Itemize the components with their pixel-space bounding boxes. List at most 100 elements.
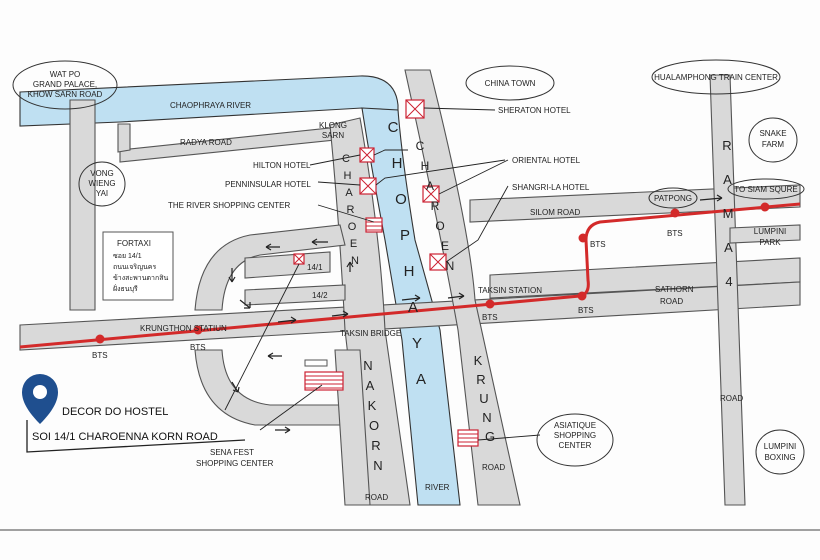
sheraton-label: SHERATON HOTEL bbox=[498, 106, 571, 115]
china-town-label: CHINA TOWN bbox=[485, 79, 536, 88]
charoen-right-letter: O bbox=[435, 219, 444, 233]
vong-wieng-yai-oval bbox=[78, 161, 126, 207]
grand-palace-label: GRAND PALACE, bbox=[33, 80, 97, 89]
krung-letter: K bbox=[474, 353, 483, 368]
svg-text:BOXING: BOXING bbox=[764, 453, 795, 462]
svg-text:FARM: FARM bbox=[762, 140, 785, 149]
snake-farm-label: SNAKE bbox=[759, 129, 786, 138]
charoen-right-letter: C bbox=[416, 139, 425, 153]
river-letter: A bbox=[416, 371, 426, 388]
asiatique-label: ASIATIQUE bbox=[554, 421, 596, 430]
svg-text:ซอย 14/1: ซอย 14/1 bbox=[113, 253, 142, 260]
sheraton-building-icon bbox=[405, 99, 425, 119]
bts-station-dot bbox=[193, 325, 203, 335]
patpong-label: PATPONG bbox=[654, 194, 692, 203]
bts-label: BTS bbox=[578, 306, 594, 315]
chaophraya-river-label: CHAOPHRAYA RIVER bbox=[170, 101, 251, 110]
klong-sarn-label: KLONG bbox=[319, 121, 347, 130]
river-letter: Y bbox=[412, 335, 422, 352]
patpong-oval bbox=[648, 187, 698, 209]
fortaxi-box bbox=[102, 231, 174, 301]
river-shopping-label: THE RIVER SHOPPING CENTER bbox=[168, 201, 290, 210]
vong-wieng-yai-label: VONG bbox=[90, 169, 114, 178]
labels: WAT PO GRAND PALACE, KHOW SARN ROAD CHIN… bbox=[28, 70, 798, 502]
river-letter: H bbox=[404, 263, 415, 280]
buildings bbox=[293, 99, 479, 447]
krungthon-station-label: KRUNGTHON STATIUN bbox=[140, 324, 227, 333]
nakorn-letter: R bbox=[371, 438, 380, 453]
sena-fest-building-icon bbox=[304, 371, 344, 391]
charoen-left-letter: C bbox=[342, 153, 350, 165]
bts-label: BTS bbox=[590, 240, 606, 249]
taksin-station-label: TAKSIN STATION bbox=[478, 286, 542, 295]
oriental-label: ORIENTAL HOTEL bbox=[512, 156, 581, 165]
wat-po-label: WAT PO bbox=[50, 70, 81, 79]
snake-farm-oval bbox=[748, 117, 798, 163]
bts-label: BTS bbox=[92, 351, 108, 360]
callout-ovals bbox=[12, 59, 805, 475]
sena-fest-label: SENA FEST bbox=[210, 448, 254, 457]
to-siam-label: TO SIAM SQURE bbox=[734, 185, 797, 194]
river-letter: O bbox=[395, 191, 407, 208]
hilton-building-icon bbox=[359, 147, 375, 163]
wat-po-oval bbox=[12, 60, 118, 110]
charoen-right-letter: R bbox=[431, 199, 440, 213]
bts-station-dot bbox=[760, 202, 770, 212]
krung-road-label: ROAD bbox=[482, 463, 505, 472]
leader-lines bbox=[224, 107, 541, 441]
lumpini-park-label: LUMPINI bbox=[754, 227, 786, 236]
svg-text:PARK: PARK bbox=[759, 238, 781, 247]
rama-letter: R bbox=[722, 138, 731, 153]
asiatique-building-icon bbox=[457, 429, 479, 447]
krung-letter: U bbox=[479, 391, 488, 406]
hostel-building-icon bbox=[293, 253, 305, 265]
sathorn-label: SATHORN bbox=[655, 285, 694, 294]
hilton-label: HILTON HOTEL bbox=[253, 161, 311, 170]
bts-label: BTS bbox=[482, 313, 498, 322]
bts-station-dot bbox=[95, 334, 105, 344]
rama-road-label: ROAD bbox=[720, 394, 743, 403]
hualamphong-label: HUALAMPHONG TRAIN CENTER bbox=[654, 73, 778, 82]
khow-sarn-label: KHOW SARN ROAD bbox=[28, 90, 103, 99]
river-letter: H bbox=[392, 155, 403, 172]
nakorn-road-label: ROAD bbox=[365, 493, 388, 502]
svg-text:YAI: YAI bbox=[96, 189, 108, 198]
hualamphong-oval bbox=[651, 59, 781, 95]
taksin-bridge-label: TAKSIN BRIDGE bbox=[340, 329, 401, 338]
svg-text:SARN: SARN bbox=[322, 131, 344, 140]
charoen-right-letter: E bbox=[441, 239, 449, 253]
charoen-left-letter: R bbox=[347, 204, 355, 216]
china-town-oval bbox=[465, 65, 555, 101]
svg-text:WIENG: WIENG bbox=[88, 179, 115, 188]
hostel-name-label: DECOR DO HOSTEL bbox=[62, 406, 168, 418]
nakorn-letter: K bbox=[368, 398, 377, 413]
oriental-building-icon bbox=[422, 185, 440, 203]
hostel-address-label: SOI 14/1 CHAROENNA KORN ROAD bbox=[32, 431, 218, 443]
charoen-left-letter: N bbox=[351, 255, 359, 267]
svg-text:ถนนเจริญนคร: ถนนเจริญนคร bbox=[113, 263, 156, 271]
shangrila-building-icon bbox=[429, 253, 447, 271]
soi-14-1-label: 14/1 bbox=[307, 263, 323, 272]
svg-text:ฝั่งธนบุรี: ฝั่งธนบุรี bbox=[113, 284, 138, 293]
soi-14-2-label: 14/2 bbox=[312, 291, 328, 300]
nakorn-letter: N bbox=[373, 458, 382, 473]
to-siam-oval bbox=[727, 178, 805, 200]
river-letter: A bbox=[408, 299, 418, 316]
nakorn-letter: N bbox=[363, 358, 372, 373]
bts-stations bbox=[95, 202, 770, 344]
asiatique-oval bbox=[536, 413, 614, 467]
svg-text:ข้างสะพานตากสิน: ข้างสะพานตากสิน bbox=[113, 274, 168, 282]
silom-road-label: SILOM ROAD bbox=[530, 208, 580, 217]
nakorn-letter: A bbox=[366, 378, 375, 393]
chaophraya-river-horizontal bbox=[19, 75, 399, 127]
rama-letter: A bbox=[724, 240, 733, 255]
rama-letter: A bbox=[723, 172, 732, 187]
bts-station-dot bbox=[577, 291, 587, 301]
bts-station-dot bbox=[670, 208, 680, 218]
direction-arrows bbox=[228, 194, 723, 434]
charoen-left-letter: E bbox=[350, 238, 357, 250]
penninsular-label: PENNINSULAR HOTEL bbox=[225, 180, 311, 189]
radya-road-label: RADYA ROAD bbox=[180, 138, 232, 147]
